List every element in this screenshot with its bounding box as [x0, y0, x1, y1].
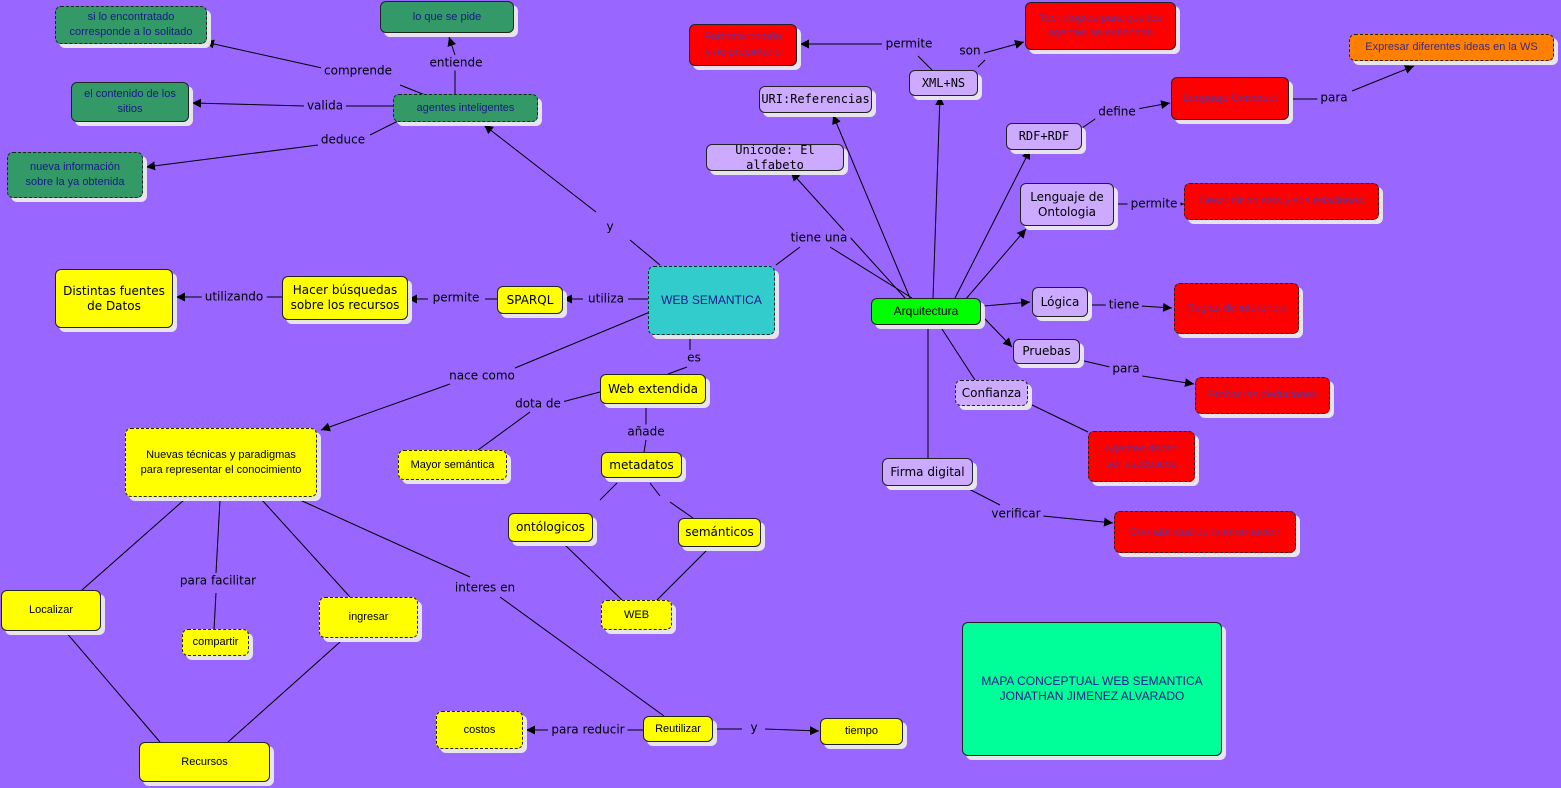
concept-formato-comun[interactable]: Formato común y no propietario — [689, 24, 797, 66]
concept-describir-objetos[interactable]: Describir objetos y sus relaciones — [1184, 183, 1379, 220]
concept-confiabilidad[interactable]: Confiabilidad de la información — [1114, 511, 1296, 553]
concept-ontologicos[interactable]: ontólogicos — [508, 513, 593, 542]
link-label-para: para — [1317, 90, 1351, 106]
concept-tiempo[interactable]: tiempo — [820, 718, 903, 745]
link-label-deduce: deduce — [317, 132, 369, 148]
concept-agentes-escepticos[interactable]: Agentes deben ser escépticos — [1088, 431, 1195, 482]
concept-recursos[interactable]: Recursos — [139, 742, 270, 782]
link-label-son: son — [956, 43, 984, 59]
concept-agentes-inteligentes[interactable]: agentes inteligentes — [393, 94, 538, 122]
concept-ingresar[interactable]: ingresar — [319, 597, 418, 638]
link-label-tiene: tiene — [1105, 297, 1143, 313]
concept-compartir[interactable]: compartir — [182, 629, 249, 656]
concept-uri-referencias[interactable]: URI:Referencias — [759, 86, 872, 113]
concept-nueva-informacion[interactable]: nueva información sobre la ya obtenida — [7, 152, 143, 198]
link-label-permite-ontologia: permite — [1127, 196, 1181, 212]
concept-pruebas[interactable]: Pruebas — [1013, 339, 1080, 364]
link-label-verificar: verificar — [988, 506, 1044, 522]
concept-lenguaje-universal[interactable]: Lenguaje Universal — [1171, 77, 1289, 120]
link-label-permite-sparql: permite — [429, 290, 483, 306]
link-label-entiende: entiende — [426, 55, 486, 71]
concept-semanticos[interactable]: semánticos — [678, 518, 761, 547]
concept-web-extendida[interactable]: Web extendida — [600, 374, 706, 404]
link-label-dota-de: dota de — [512, 396, 564, 412]
link-label-permite-xml: permite — [882, 36, 936, 52]
link-label-tiene-una: tiene una — [787, 230, 851, 246]
concept-probar-deduciones[interactable]: Probar las deduciones — [1195, 377, 1330, 414]
concept-logica[interactable]: Lógica — [1032, 287, 1088, 317]
concept-arquitectura[interactable]: Arquitectura — [871, 298, 981, 325]
concept-expresar-ideas[interactable]: Expresar diferentes ideas en la WS — [1349, 34, 1554, 61]
concept-tecnologias[interactable]: Tecnologías para que los agentes se enti… — [1025, 2, 1176, 50]
link-label-y: y — [603, 219, 617, 235]
link-label-nace-como: nace como — [446, 368, 518, 384]
concept-xml-ns[interactable]: XML+NS — [909, 70, 978, 96]
map-title-box: MAPA CONCEPTUAL WEB SEMANTICA JONATHAN J… — [962, 622, 1222, 756]
link-label-y-tiempo: y — [747, 720, 761, 736]
link-label-anade: añade — [624, 424, 668, 440]
link-label-comprende: comprende — [321, 63, 395, 79]
concept-hacer-busquedas[interactable]: Hacer búsquedas sobre los recursos — [282, 276, 408, 320]
link-label-para-reducir: para reducir — [548, 722, 628, 738]
concept-contenido-sitios[interactable]: el contenido de los sitios — [71, 82, 189, 122]
concept-firma-digital[interactable]: Firma digital — [882, 458, 973, 486]
link-label-para-facilitar: para facilitar — [176, 573, 260, 589]
link-label-interes-en: interes en — [451, 580, 519, 596]
concept-reglas-inferencia[interactable]: Reglas de inferencia — [1174, 283, 1299, 334]
concept-reutilizar[interactable]: Reutilizar — [643, 716, 713, 742]
link-label-para-pruebas: para — [1109, 361, 1143, 377]
concept-nuevas-tecnicas[interactable]: Nuevas técnicas y paradigmas para repres… — [125, 428, 317, 497]
link-label-define: define — [1095, 104, 1139, 120]
concept-web[interactable]: WEB — [601, 600, 672, 630]
concept-metadatos[interactable]: metadatos — [601, 452, 682, 478]
link-label-utilizando: utilizando — [201, 289, 267, 305]
concept-lenguaje-ontologia[interactable]: Lenguaje de Ontologia — [1020, 183, 1114, 226]
concept-mayor-semantica[interactable]: Mayor semántica — [398, 450, 507, 480]
concept-lo-que-se-pide[interactable]: lo que se pide — [380, 1, 514, 33]
concept-unicode[interactable]: Unicode: El alfabeto — [706, 144, 844, 171]
concept-si-lo-encontratado[interactable]: si lo encontratado corresponde a lo soli… — [55, 6, 207, 44]
concept-rdf[interactable]: RDF+RDF — [1006, 123, 1082, 150]
concept-confianza[interactable]: Confianza — [955, 380, 1028, 406]
concept-distintas-fuentes[interactable]: Distintas fuentes de Datos — [55, 269, 173, 328]
concept-web-semantica[interactable]: WEB SEMANTICA — [648, 266, 775, 335]
concept-costos[interactable]: costos — [436, 711, 523, 749]
concept-localizar[interactable]: Localizar — [1, 590, 101, 631]
link-label-utiliza: utiliza — [585, 291, 627, 307]
link-label-valida: valida — [303, 98, 347, 114]
link-label-es: es — [684, 350, 704, 366]
concept-sparql[interactable]: SPARQL — [497, 286, 563, 314]
